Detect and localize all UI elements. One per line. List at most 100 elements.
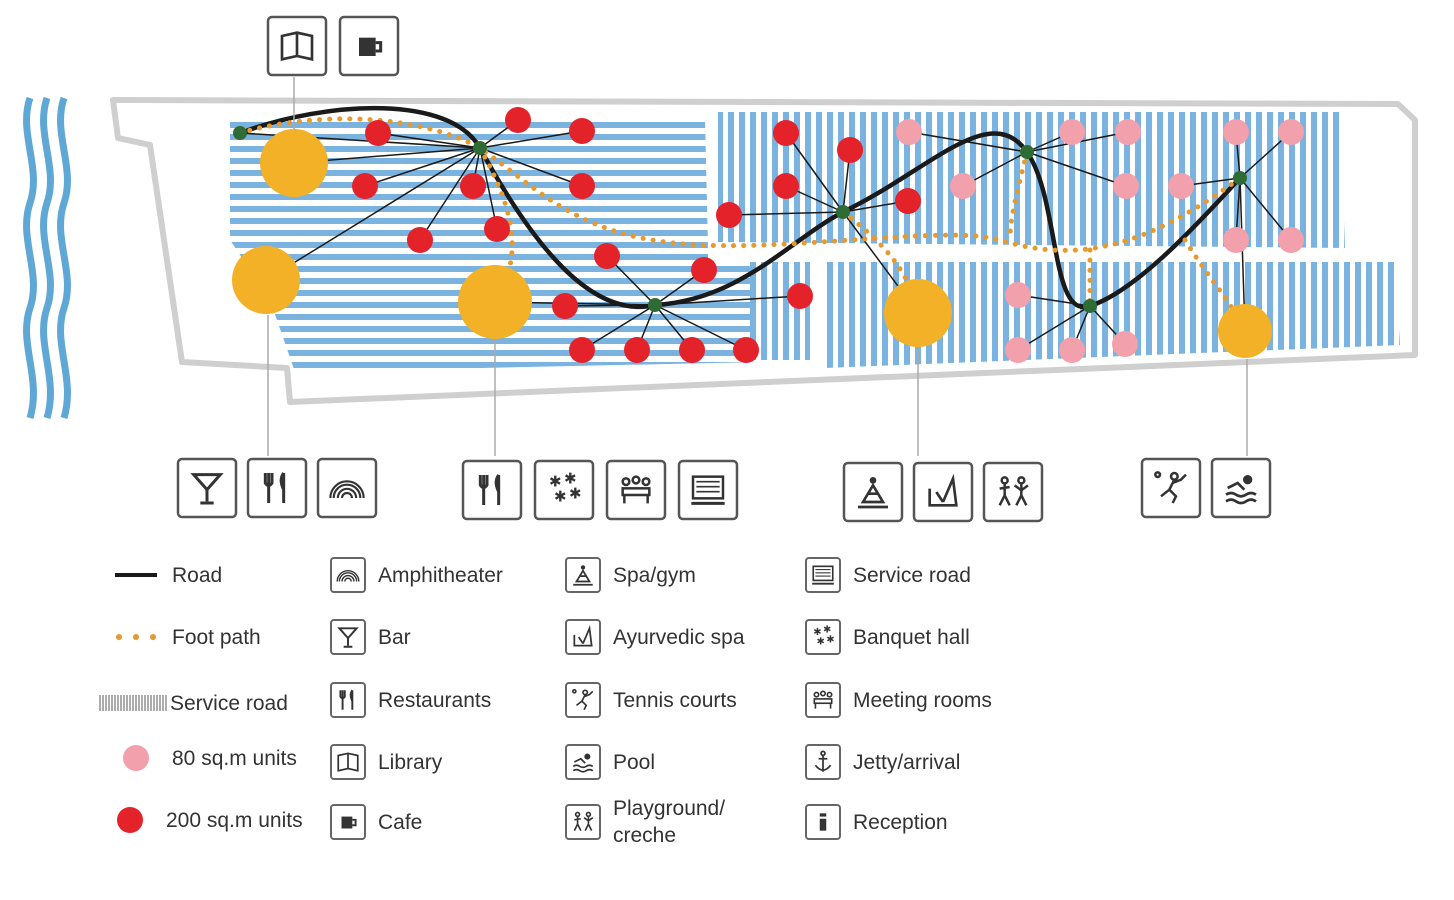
legend-road: Road bbox=[100, 555, 222, 595]
svg-text:✱: ✱ bbox=[549, 474, 562, 491]
unit-200 bbox=[594, 243, 620, 269]
legend-label: Amphitheater bbox=[378, 563, 503, 587]
unit-200 bbox=[773, 173, 799, 199]
svg-text:✱: ✱ bbox=[569, 485, 582, 502]
unit-200 bbox=[773, 120, 799, 146]
legend-label: Service road bbox=[853, 563, 971, 587]
unit-80 bbox=[1005, 337, 1031, 363]
unit-80 bbox=[950, 173, 976, 199]
legend-service-road-pattern: Service road bbox=[98, 683, 288, 723]
legend: Road Foot path Service road 80 sq.m unit… bbox=[90, 540, 1030, 860]
legend-restaurant: Restaurants bbox=[330, 680, 491, 720]
unit-200 bbox=[895, 188, 921, 214]
legend-label: Cafe bbox=[378, 810, 423, 834]
service-road-stripe-symbol bbox=[98, 688, 170, 718]
legend-meeting-rooms: Meeting rooms bbox=[805, 680, 992, 720]
legend-tennis: Tennis courts bbox=[565, 680, 737, 720]
units-200sqm bbox=[352, 107, 921, 363]
jetty-icon bbox=[805, 744, 841, 780]
restaurant-icon bbox=[246, 457, 308, 519]
unit-200 bbox=[484, 216, 510, 242]
hub-node bbox=[1020, 145, 1034, 159]
library-icon bbox=[266, 15, 328, 77]
ayurvedic-spa-icon bbox=[565, 619, 601, 655]
meeting-rooms-icon bbox=[605, 459, 667, 521]
spa-gym-icon bbox=[842, 461, 904, 523]
legend-cafe: Cafe bbox=[330, 802, 422, 842]
unit-80 bbox=[1113, 173, 1139, 199]
legend-label: Restaurants bbox=[378, 688, 492, 712]
site-plan: ✱✱✱✱ bbox=[23, 15, 1418, 523]
amphitheater-icon bbox=[330, 557, 366, 593]
unit-80 bbox=[1059, 119, 1085, 145]
playground-icon bbox=[565, 804, 601, 840]
legend-reception: Reception bbox=[805, 802, 948, 842]
cafe-icon bbox=[330, 804, 366, 840]
cafe-icon bbox=[338, 15, 400, 77]
callout-icon-boxes: ✱✱✱✱ bbox=[176, 15, 1272, 523]
unit-200 bbox=[569, 118, 595, 144]
unit-80 bbox=[1059, 337, 1085, 363]
facility-node bbox=[884, 279, 952, 347]
legend-library: Library bbox=[330, 742, 442, 782]
unit-200 bbox=[352, 173, 378, 199]
facility-nodes bbox=[232, 129, 1272, 358]
legend-label: Spa/gym bbox=[613, 563, 696, 587]
unit-80 bbox=[1115, 119, 1141, 145]
unit-200 bbox=[679, 337, 705, 363]
hub-node bbox=[648, 298, 662, 312]
unit-200 bbox=[787, 283, 813, 309]
hub-node bbox=[836, 205, 850, 219]
legend-label: Banquet hall bbox=[853, 625, 970, 649]
legend-label: 80 sq.m units bbox=[172, 746, 297, 770]
reception-icon bbox=[805, 804, 841, 840]
facility-node bbox=[260, 129, 328, 197]
ayurvedic-spa-icon bbox=[912, 461, 974, 523]
facility-node bbox=[232, 246, 300, 314]
road-line-symbol bbox=[100, 560, 172, 590]
footpath-dots-symbol bbox=[100, 622, 172, 652]
unit-200 bbox=[552, 293, 578, 319]
hub-node bbox=[473, 141, 487, 155]
svg-text:✱: ✱ bbox=[554, 489, 567, 506]
legend-playground: Playground/ creche bbox=[565, 797, 763, 847]
pool-icon bbox=[565, 744, 601, 780]
unit-200 bbox=[460, 173, 486, 199]
legend-label: Ayurvedic spa bbox=[613, 625, 745, 649]
svg-text:✱: ✱ bbox=[826, 634, 834, 645]
legend-label: Playground/ creche bbox=[613, 797, 726, 847]
unit-200 bbox=[505, 107, 531, 133]
legend-spa-gym: Spa/gym bbox=[565, 555, 696, 595]
water-waves bbox=[23, 96, 71, 420]
unit-80 bbox=[1223, 227, 1249, 253]
unit-200 bbox=[716, 202, 742, 228]
legend-80sqm: 80 sq.m units bbox=[100, 738, 297, 778]
unit80-dot-symbol bbox=[100, 743, 172, 773]
legend-ayurvedic-spa: Ayurvedic spa bbox=[565, 617, 745, 657]
facility-node bbox=[1218, 304, 1272, 358]
svg-text:✱: ✱ bbox=[564, 470, 577, 487]
unit-200 bbox=[733, 337, 759, 363]
legend-banquet-hall: ✱✱✱✱ Banquet hall bbox=[805, 617, 970, 657]
callout-leaders bbox=[267, 77, 1248, 456]
svg-text:✱: ✱ bbox=[813, 627, 821, 638]
playground-icon bbox=[982, 461, 1044, 523]
facility-node bbox=[458, 265, 532, 339]
unit-200 bbox=[624, 337, 650, 363]
legend-label: Meeting rooms bbox=[853, 688, 992, 712]
hub-nodes bbox=[233, 126, 1247, 313]
banquet-hall-icon: ✱✱✱✱ bbox=[805, 619, 841, 655]
spa-gym-icon bbox=[565, 557, 601, 593]
unit-200 bbox=[365, 120, 391, 146]
unit-80 bbox=[1112, 331, 1138, 357]
tennis-icon bbox=[565, 682, 601, 718]
bar-icon bbox=[176, 457, 238, 519]
library-icon bbox=[330, 744, 366, 780]
legend-label: 200 sq.m units bbox=[166, 808, 303, 832]
legend-bar: Bar bbox=[330, 617, 411, 657]
legend-label: Library bbox=[378, 750, 443, 774]
svg-text:✱: ✱ bbox=[817, 637, 825, 648]
tennis-icon bbox=[1140, 457, 1202, 519]
legend-service-road: Service road bbox=[805, 555, 971, 595]
banquet-hall-icon: ✱✱✱✱ bbox=[533, 459, 595, 521]
